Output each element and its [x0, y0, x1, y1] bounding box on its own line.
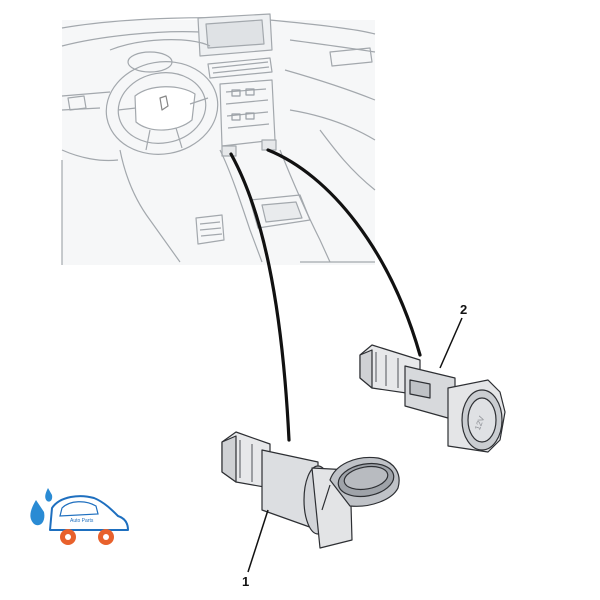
logo-text: Auto Parts [70, 518, 94, 524]
leader-line-socket-2 [266, 148, 422, 357]
drop-icon-small [45, 488, 53, 502]
drop-icon-large [30, 500, 45, 526]
callout-line-1 [247, 509, 269, 573]
callout-label-2: 2 [460, 302, 467, 317]
leader-lines [229, 148, 422, 442]
steering-wheel [105, 61, 219, 155]
auto-parts-logo: Auto Parts [30, 488, 129, 545]
callout-line-2 [439, 317, 463, 369]
dashboard-illustration [61, 13, 376, 265]
socket-2-illustration: 12V [359, 344, 506, 453]
socket-1-illustration [221, 431, 400, 549]
callout-label-1: 1 [242, 574, 249, 589]
callouts: 1 2 [242, 302, 467, 589]
leader-line-socket-1 [229, 152, 291, 442]
